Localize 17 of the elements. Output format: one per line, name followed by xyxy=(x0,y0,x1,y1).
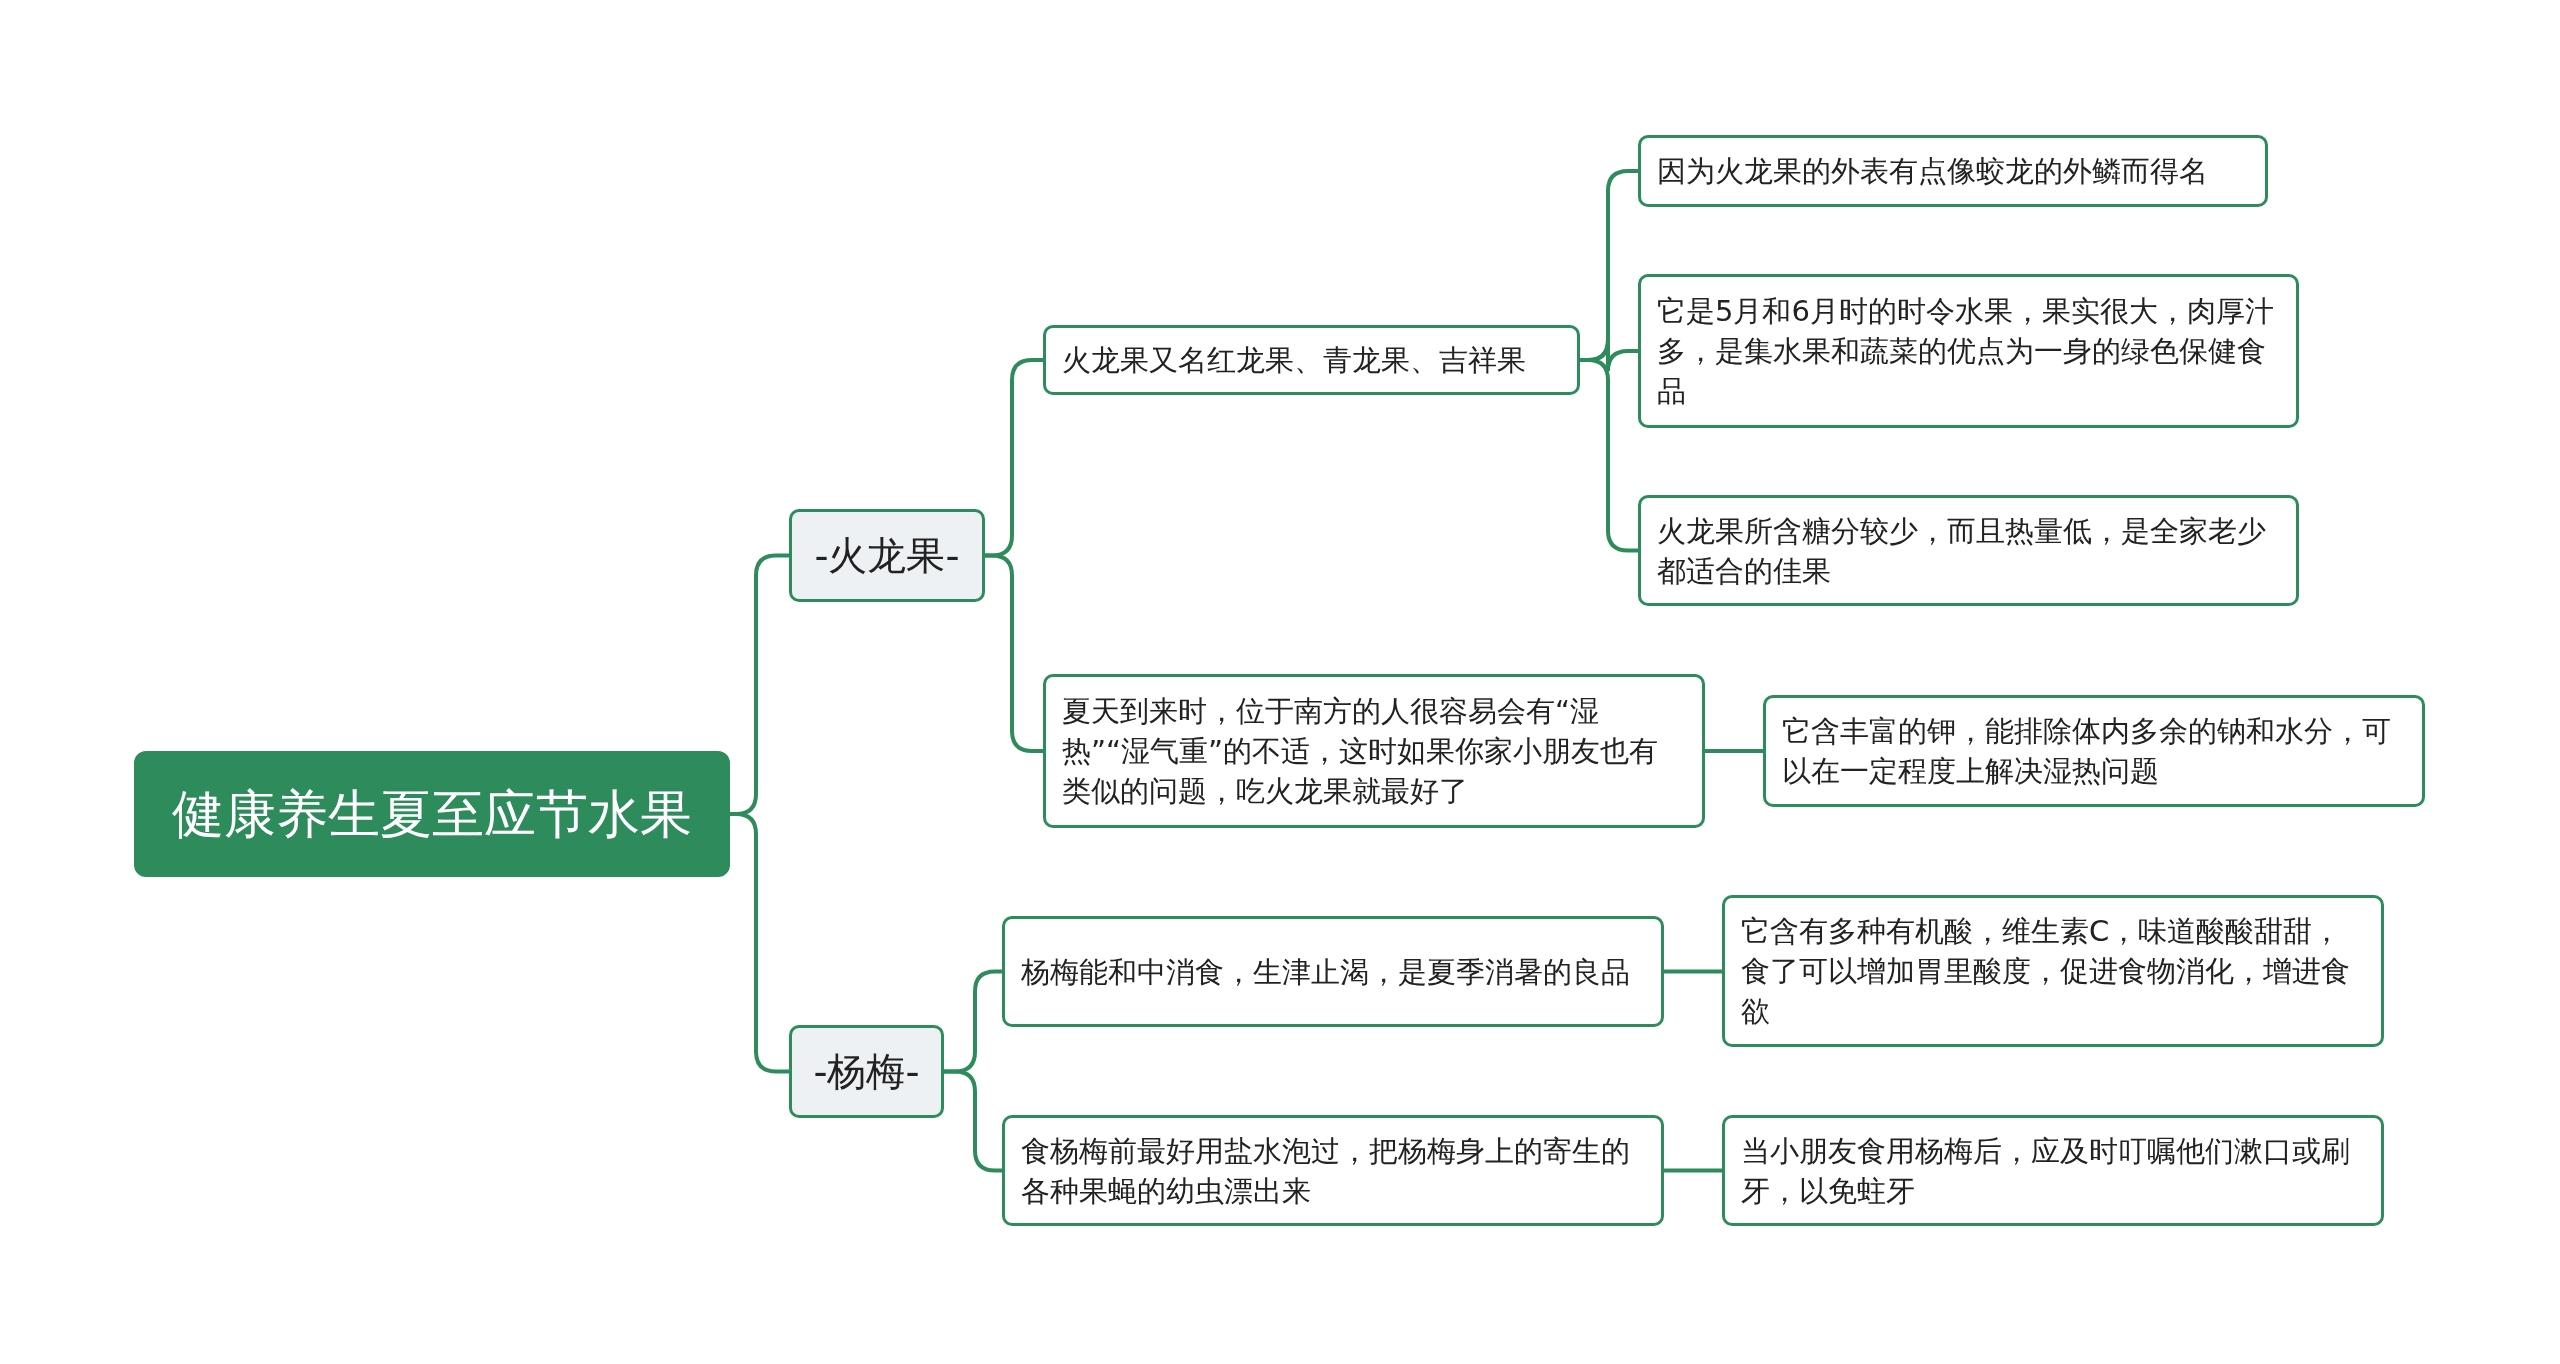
topic-box: 火龙果所含糖分较少，而且热量低，是全家老少都适合的佳果 xyxy=(1638,495,2299,606)
topic-box: 当小朋友食用杨梅后，应及时叮嘱他们漱口或刷牙，以免蛀牙 xyxy=(1722,1115,2384,1226)
connector-line xyxy=(1664,1168,1722,1173)
topic-box: 火龙果又名红龙果、青龙果、吉祥果 xyxy=(1043,325,1580,395)
connector-line xyxy=(1705,749,1763,753)
branch-topic-box: -杨梅- xyxy=(789,1025,944,1118)
connector-line xyxy=(944,1069,1002,1173)
topic-box: 它是5月和6月时的时令水果，果实很大，肉厚汁多，是集水果和蔬菜的优点为一身的绿色保健食品 xyxy=(1638,274,2299,428)
connector-line xyxy=(1664,969,1722,974)
branch-topic-box: -火龙果- xyxy=(789,509,985,602)
topic-box: 它含有多种有机酸，维生素C，味道酸酸甜甜，食了可以增加胃里酸度，促进食物消化，增进食欲 xyxy=(1722,895,2384,1047)
topic-box: 夏天到来时，位于南方的人很容易会有“湿热”“湿气重”的不适，这时如果你家小朋友也有类似的问题，吃火龙果就最好了 xyxy=(1043,674,1705,828)
topic-box: 食杨梅前最好用盐水泡过，把杨梅身上的寄生的各种果蝇的幼虫漂出来 xyxy=(1002,1115,1664,1226)
topic-box: 它含丰富的钾，能排除体内多余的钠和水分，可以在一定程度上解决湿热问题 xyxy=(1763,695,2425,807)
topic-box: 因为火龙果的外表有点像蛟龙的外鳞而得名 xyxy=(1638,135,2268,207)
topic-box: 杨梅能和中消食，生津止渴，是夏季消暑的良品 xyxy=(1002,916,1664,1027)
central-topic-box: 健康养生夏至应节水果 xyxy=(134,751,730,877)
